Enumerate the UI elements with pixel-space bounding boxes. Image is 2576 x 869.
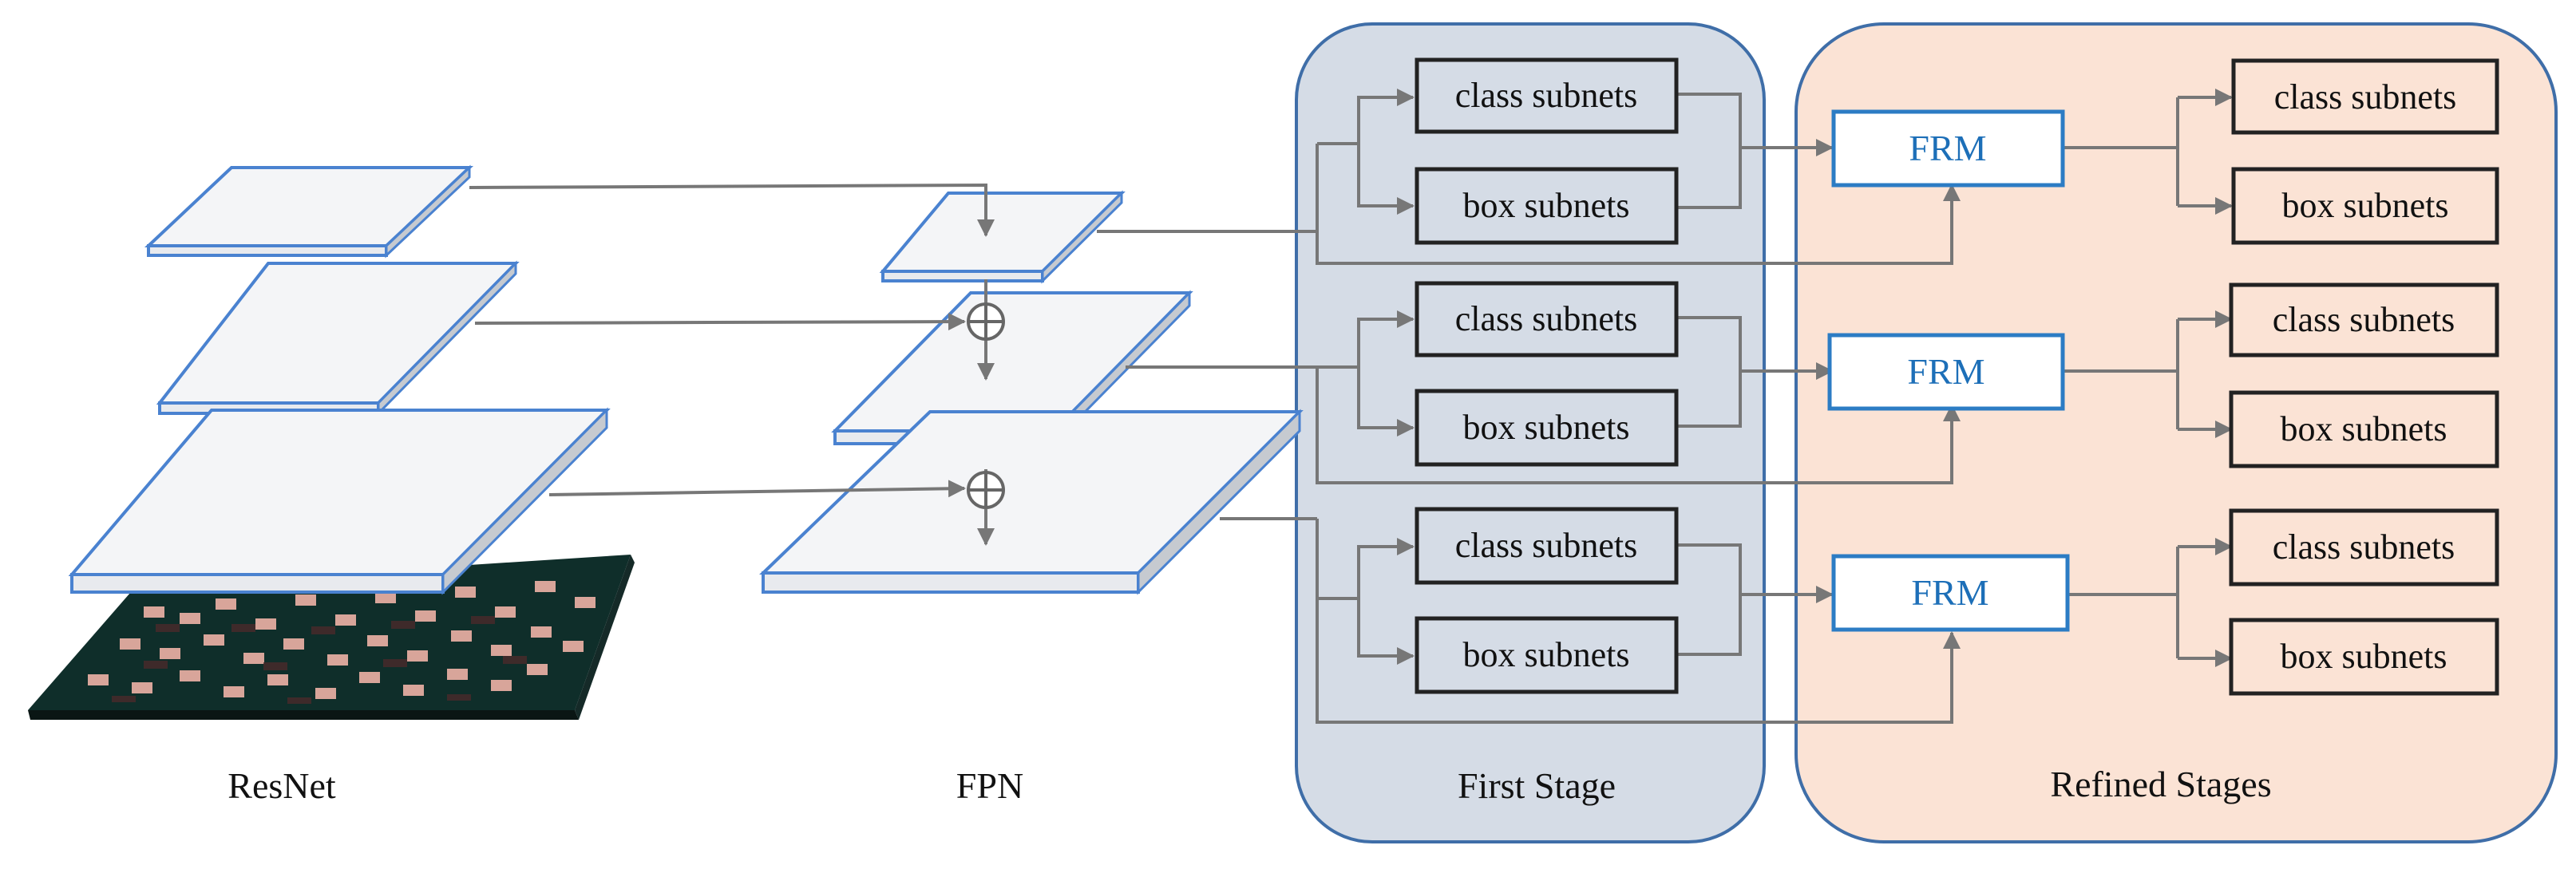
refined-class-subnets-2: class subnets [2229, 282, 2499, 357]
svg-text:box subnets: box subnets [2281, 409, 2447, 448]
refined-box-subnets-3: box subnets [2229, 618, 2499, 696]
lateral-connections [469, 183, 995, 498]
frm-block-3: FRM [1831, 554, 2070, 632]
svg-text:box subnets: box subnets [1463, 186, 1630, 225]
resnet-layer-top [144, 164, 474, 259]
svg-text:class subnets: class subnets [2273, 300, 2455, 339]
svg-text:class subnets: class subnets [2274, 77, 2457, 117]
frm-block-2: FRM [1827, 333, 2065, 411]
refined-stages-label: Refined Stages [2050, 764, 2271, 804]
resnet-label: ResNet [228, 765, 336, 806]
refined-box-subnets-2: box subnets [2229, 390, 2499, 468]
fpn-layer-bottom [759, 409, 1304, 595]
frm-block-1: FRM [1831, 109, 2065, 188]
svg-text:box subnets: box subnets [2281, 637, 2447, 676]
first-stage-class-subnets-1: class subnets [1415, 57, 1679, 134]
fpn-label: FPN [956, 765, 1023, 806]
svg-text:box subnets: box subnets [1463, 635, 1630, 674]
resnet-layer-middle [156, 260, 520, 417]
first-stage-label: First Stage [1458, 765, 1616, 806]
svg-text:box subnets: box subnets [1463, 408, 1630, 447]
svg-text:FRM: FRM [1911, 572, 1988, 613]
svg-text:FRM: FRM [1909, 128, 1986, 168]
svg-text:class subnets: class subnets [1455, 526, 1638, 565]
svg-text:FRM: FRM [1907, 351, 1984, 392]
circled-plus-icon [967, 302, 1005, 341]
refined-box-subnets-1: box subnets [2231, 167, 2499, 245]
first-stage-box-subnets-1: box subnets [1415, 167, 1679, 245]
first-stage-box-subnets-3: box subnets [1415, 616, 1679, 694]
refined-class-subnets-1: class subnets [2231, 58, 2499, 135]
fpn-layer-top [879, 190, 1126, 284]
first-stage-class-subnets-2: class subnets [1415, 281, 1679, 357]
resnet-layer-bottom [68, 407, 611, 595]
first-stage-class-subnets-3: class subnets [1415, 507, 1679, 585]
stage-connections [1097, 89, 2233, 724]
first-stage-box-subnets-2: box subnets [1415, 389, 1679, 467]
svg-text:class subnets: class subnets [1455, 76, 1638, 115]
circled-plus-icon [967, 471, 1005, 509]
svg-text:class subnets: class subnets [1455, 299, 1638, 338]
svg-text:box subnets: box subnets [2282, 186, 2449, 225]
svg-text:class subnets: class subnets [2273, 527, 2455, 567]
refined-class-subnets-3: class subnets [2229, 508, 2499, 587]
